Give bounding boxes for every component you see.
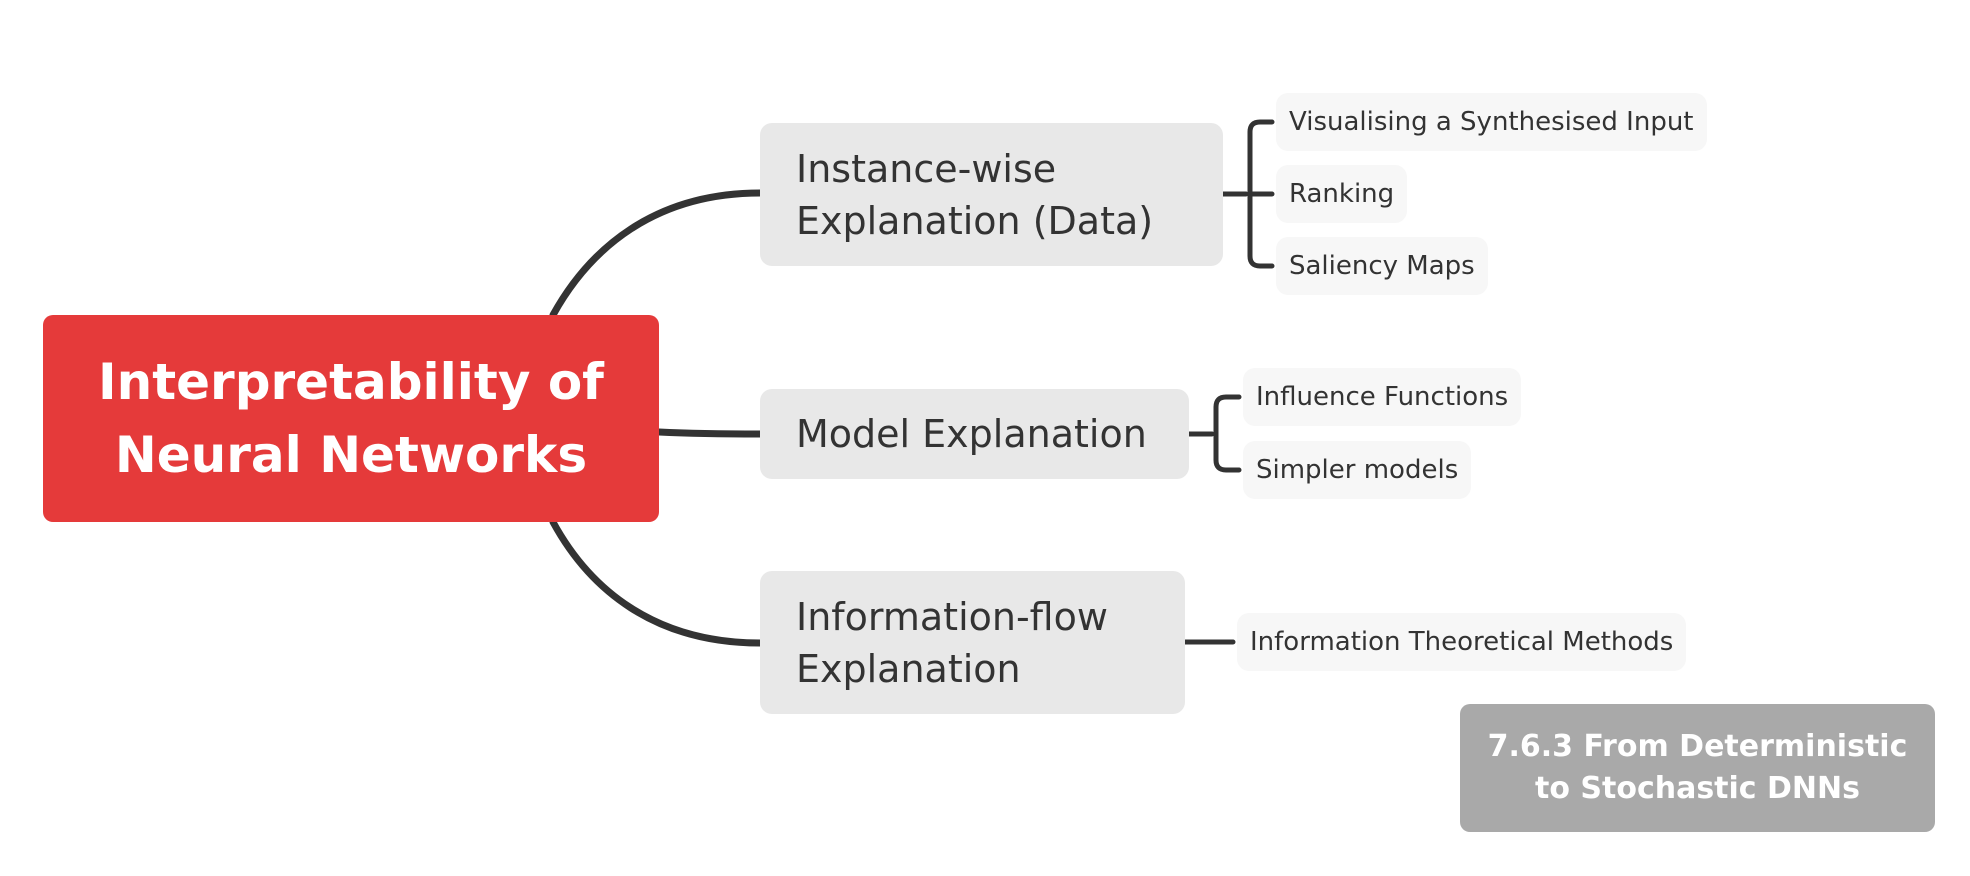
leaf-label: Visualising a Synthesised Input [1289,107,1694,137]
leaf-node-visualising[interactable]: Visualising a Synthesised Input [1276,93,1707,151]
connector-root-to-branch-2 [655,428,764,438]
leaf-label: Information Theoretical Methods [1250,627,1674,657]
branch-node-model-explanation[interactable]: Model Explanation [760,389,1189,479]
leaf-label: Ranking [1289,179,1395,209]
leaf-node-ranking[interactable]: Ranking [1276,165,1408,223]
leaf-node-information-theoretical[interactable]: Information Theoretical Methods [1237,613,1687,671]
footer-label: 7.6.3 From Deterministic to Stochastic D… [1487,729,1908,806]
section-footer-node[interactable]: 7.6.3 From Deterministic to Stochastic D… [1460,704,1935,832]
leaf-label: Influence Functions [1256,382,1509,412]
leaf-node-simpler-models[interactable]: Simpler models [1243,441,1472,499]
branch-label: Instance-wise Explanation (Data) [796,146,1154,243]
leaf-node-influence-functions[interactable]: Influence Functions [1243,368,1522,426]
branch-label: Information-flow Explanation [796,594,1108,691]
leaf-label: Simpler models [1256,455,1459,485]
branch-label: Model Explanation [796,412,1147,456]
connector-root-to-branch-3 [549,518,764,647]
root-node[interactable]: Interpretability of Neural Networks [43,315,659,522]
leaf-label: Saliency Maps [1289,251,1475,281]
root-label: Interpretability of Neural Networks [98,352,604,484]
connector-root-to-branch-1 [549,189,764,319]
branch-node-information-flow[interactable]: Information-flow Explanation [760,571,1185,714]
connector-branch-2-bracket [1213,394,1242,473]
leaf-node-saliency-maps[interactable]: Saliency Maps [1276,237,1488,295]
branch-node-instance-wise[interactable]: Instance-wise Explanation (Data) [760,123,1223,266]
